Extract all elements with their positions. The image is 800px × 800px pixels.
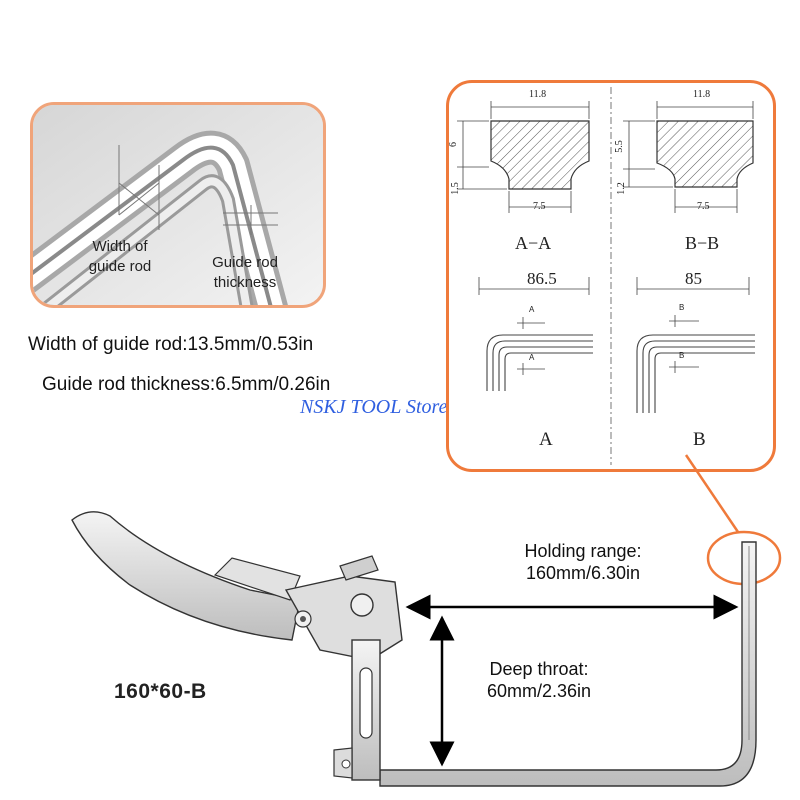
guide-rod bbox=[379, 541, 757, 787]
b-length-dim: 85 bbox=[685, 269, 702, 288]
clamp-handle bbox=[71, 511, 301, 641]
holding-range-title: Holding range: bbox=[524, 541, 642, 561]
deep-throat-value: 60mm/2.36in bbox=[486, 681, 592, 701]
a-bottom-width-dim: 7.5 bbox=[533, 201, 546, 212]
thickness-spec-text: Guide rod thickness:6.5mm/0.26in bbox=[42, 374, 331, 395]
b-cut-mark-lower: B bbox=[679, 351, 685, 360]
deep-throat-title: Deep throat: bbox=[489, 659, 589, 679]
b-cut-mark-upper: B bbox=[679, 303, 685, 312]
a-length-dim: 86.5 bbox=[527, 269, 557, 288]
section-a-a bbox=[457, 101, 593, 391]
a-top-width-dim: 11.8 bbox=[529, 89, 547, 100]
cross-section-panel: 11.8 6 1.5 7.5 A−A 86.5 A A A 11.8 5.5 1… bbox=[446, 80, 776, 472]
deep-throat-label: Deep throat: 60mm/2.36in bbox=[466, 658, 612, 702]
a-cut-mark-upper: A bbox=[529, 305, 535, 314]
b-bottom-width-dim: 7.5 bbox=[697, 201, 710, 212]
b-top-width-dim: 11.8 bbox=[693, 89, 711, 100]
guide-rod-thickness-label: Guide rod thickness bbox=[212, 254, 278, 291]
pivot-bolt bbox=[350, 593, 374, 617]
guide-rod-photo bbox=[33, 105, 323, 305]
cross-section-drawing bbox=[457, 87, 755, 465]
b-section-title: B−B bbox=[685, 233, 720, 253]
b-view-label: B bbox=[693, 429, 706, 450]
a-cut-mark-lower: A bbox=[529, 353, 535, 362]
callout-pointer bbox=[684, 454, 740, 533]
width-spec-text: Width of guide rod:13.5mm/0.53in bbox=[28, 334, 314, 355]
width-of-guide-rod-label: Width of guide rod bbox=[88, 238, 152, 275]
guide-rod-photo-inset: Width of guide rod Guide rod thickness bbox=[30, 102, 326, 308]
model-number: 160*60-B bbox=[114, 680, 207, 703]
holding-range-label: Holding range: 160mm/6.30in bbox=[500, 540, 666, 584]
a-view-label: A bbox=[539, 429, 553, 450]
section-b-b bbox=[623, 101, 755, 413]
holding-range-value: 160mm/6.30in bbox=[525, 563, 641, 583]
store-watermark: NSKJ TOOL Store bbox=[300, 396, 448, 418]
a-section-title: A−A bbox=[515, 233, 552, 253]
